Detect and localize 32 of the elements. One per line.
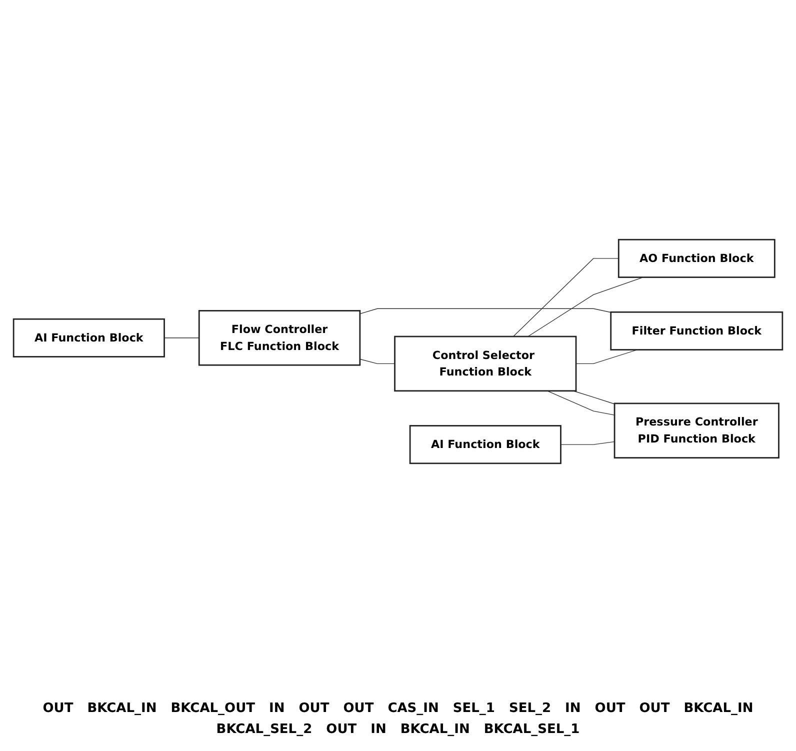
port-label: OUT — [343, 701, 374, 716]
connector — [560, 441, 615, 445]
port-label: BKCAL_OUT — [170, 701, 256, 716]
node-box: Pressure Controller PID Function Block — [614, 402, 780, 458]
port-label: IN — [565, 701, 581, 716]
connector — [360, 358, 396, 364]
node-box: AO Function Block — [618, 238, 776, 278]
connector — [572, 390, 615, 404]
port-label: OUT — [639, 701, 670, 716]
port-label: BKCAL_IN — [684, 701, 754, 716]
connector — [528, 276, 644, 337]
node-box: AI Function Block — [12, 318, 165, 358]
port-label: SEL_1 — [452, 701, 495, 716]
port-label: IN — [370, 722, 386, 737]
port-label: SEL_2 — [508, 701, 552, 716]
port-label: BKCAL_SEL_1 — [484, 722, 580, 737]
port-label: OUT — [42, 701, 74, 716]
port-label: OUT — [298, 701, 330, 716]
connector — [360, 308, 612, 314]
port-label: IN — [269, 701, 285, 716]
connector — [512, 258, 619, 337]
node-box: Control Selector Function Block — [394, 336, 577, 392]
port-label: BKCAL_IN — [87, 701, 157, 716]
port-label: CAS_IN — [388, 701, 439, 716]
node-box: Filter Function Block — [610, 311, 784, 350]
node-box: Flow Controller FLC Function Block — [198, 310, 361, 366]
port-label: BKCAL_IN — [400, 722, 470, 737]
port-label: OUT — [594, 701, 626, 716]
node-box: AI Function Block — [409, 425, 562, 464]
port-label: OUT — [326, 722, 357, 737]
connector — [547, 390, 615, 416]
port-label: BKCAL_SEL_2 — [216, 722, 312, 737]
